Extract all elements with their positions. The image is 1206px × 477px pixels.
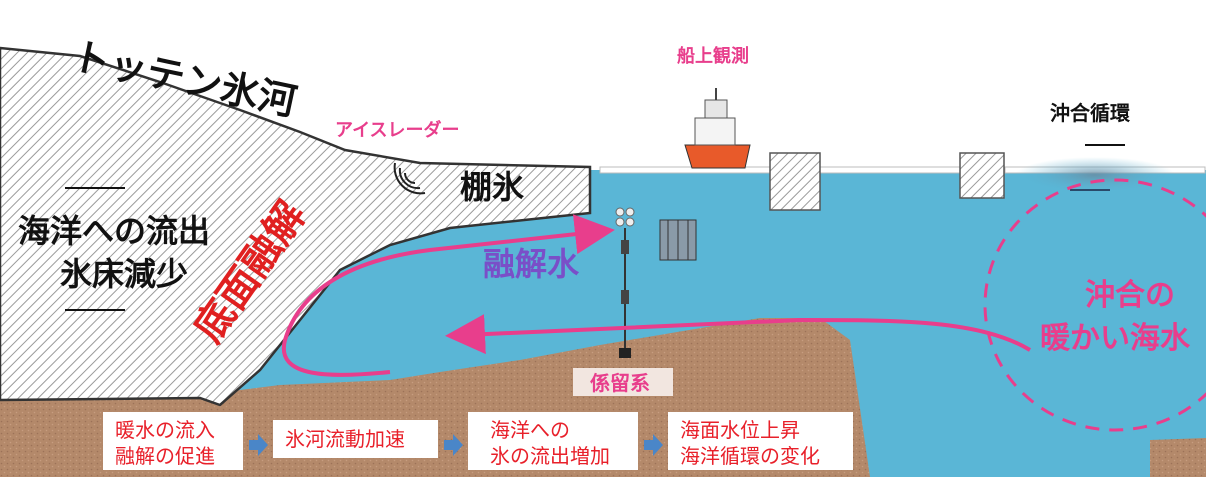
warm-water-label-1: 沖合の	[1085, 278, 1175, 313]
mooring-label: 係留系	[590, 371, 650, 395]
warm-water-region	[983, 178, 1206, 432]
chain-box: 海洋への 氷の流出増加	[468, 412, 638, 470]
chain-box-line1: 海洋への	[490, 418, 570, 442]
ship-obs-label: 船上観測	[677, 45, 749, 67]
iceberg	[959, 152, 1005, 199]
chain-box-line1: 暖水の流入	[115, 418, 215, 442]
chain-box: 暖水の流入 融解の促進	[103, 412, 243, 470]
outflow-arrows	[65, 187, 125, 311]
right-arrow-icon	[249, 434, 268, 456]
meltwater-label: 融解水	[483, 245, 580, 283]
meltwater-arrow	[281, 214, 615, 377]
iceberg	[769, 152, 821, 211]
chain-box-line1: 氷河流動加速	[285, 427, 405, 451]
warm-inflow-arrow	[445, 314, 1032, 355]
mooring-label-bg	[573, 368, 673, 396]
offshore-circ-label: 沖合循環	[1050, 101, 1131, 125]
ice-shelf-label: 棚氷	[460, 168, 525, 206]
chain-box: 氷河流動加速	[273, 420, 438, 458]
right-arrow-icon	[444, 434, 463, 456]
ice-radar-label: アイスレーダー	[335, 119, 460, 141]
seabed-right	[1150, 438, 1206, 477]
ocean-outflow-label: 海洋への流出	[18, 212, 210, 250]
right-arrow-icon	[644, 434, 663, 456]
chain-box-line1: 海面水位上昇	[680, 418, 800, 442]
chain-box-line2: 融解の促進	[115, 444, 215, 468]
chain-box-line2: 海洋循環の変化	[680, 444, 820, 468]
mooring-icon	[615, 207, 635, 358]
chain-box-line2: 氷の流出増加	[490, 444, 610, 468]
radar-wave-icon	[393, 162, 426, 195]
eddy-icon	[1015, 157, 1175, 193]
warm-water-label-2: 暖かい海水	[1040, 321, 1191, 356]
instrument-frame-icon	[659, 219, 697, 261]
glacier	[0, 46, 592, 407]
chain-box: 海面水位上昇 海洋循環の変化	[668, 412, 853, 470]
ice-sheet-loss-label: 氷床減少	[60, 255, 188, 293]
ship-icon	[684, 88, 751, 169]
